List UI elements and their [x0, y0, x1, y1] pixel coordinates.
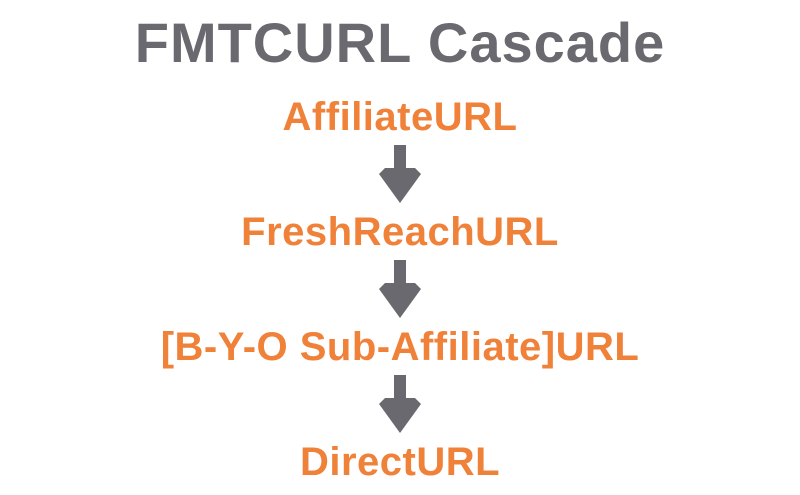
cascade-step-byo-sub-affiliate-url: [B-Y-O Sub-Affiliate]URL [160, 325, 640, 369]
cascade-step-directurl: DirectURL [299, 440, 501, 484]
down-arrow-icon [379, 375, 421, 433]
down-arrow-icon [379, 145, 421, 203]
cascade-step-freshreachurl: FreshReachURL [241, 210, 559, 254]
down-arrow-icon [379, 260, 421, 318]
cascade-step-affiliateurl: AffiliateURL [282, 95, 518, 139]
page-title: FMTCURL Cascade [134, 11, 666, 74]
